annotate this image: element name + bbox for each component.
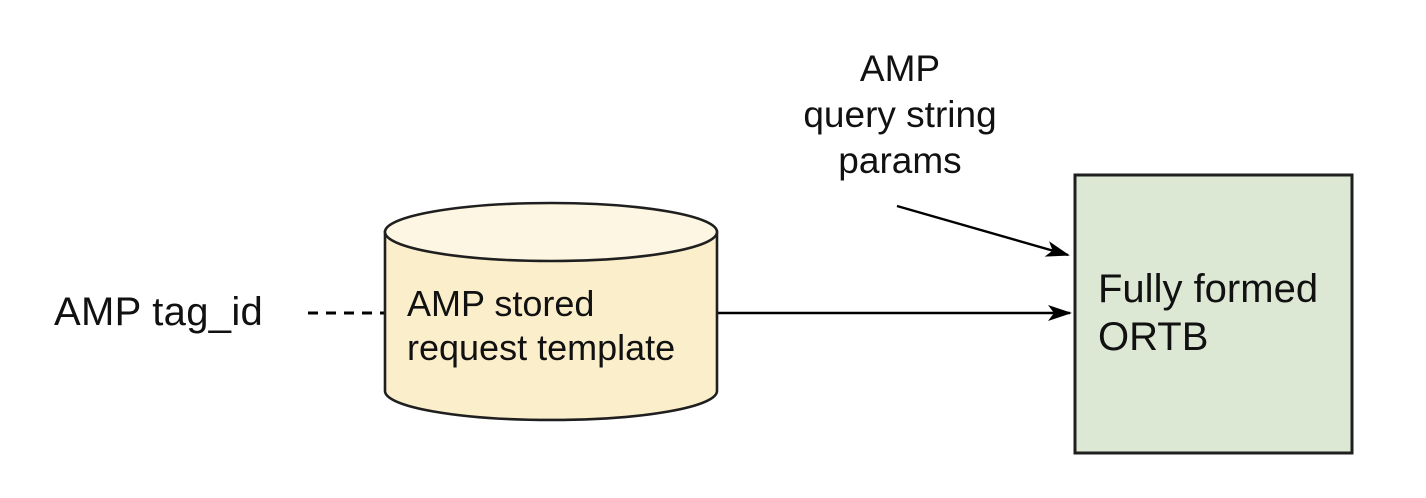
cylinder-body (383, 230, 719, 422)
ortb-line-2: ORTB (1098, 315, 1209, 359)
stored-request-cylinder (383, 201, 719, 422)
ortb-line-1: Fully formed (1098, 267, 1319, 311)
query-params-line-2: query string (803, 94, 997, 135)
query-string-params-label: AMP query string params (760, 46, 1040, 184)
stored-request-line-2: request template (407, 327, 676, 368)
stored-request-label: AMP stored request template (407, 282, 675, 370)
stored-request-line-1: AMP stored (407, 283, 595, 324)
cylinder-top (383, 201, 719, 263)
amp-tag-id-label: AMP tag_id (54, 290, 264, 334)
edge-params-to-ortb (896, 204, 1070, 257)
query-params-line-3: params (838, 140, 962, 181)
ortb-box-shape (1073, 173, 1354, 455)
query-params-line-1: AMP (859, 48, 941, 89)
ortb-box-label: Fully formed ORTB (1098, 265, 1318, 361)
